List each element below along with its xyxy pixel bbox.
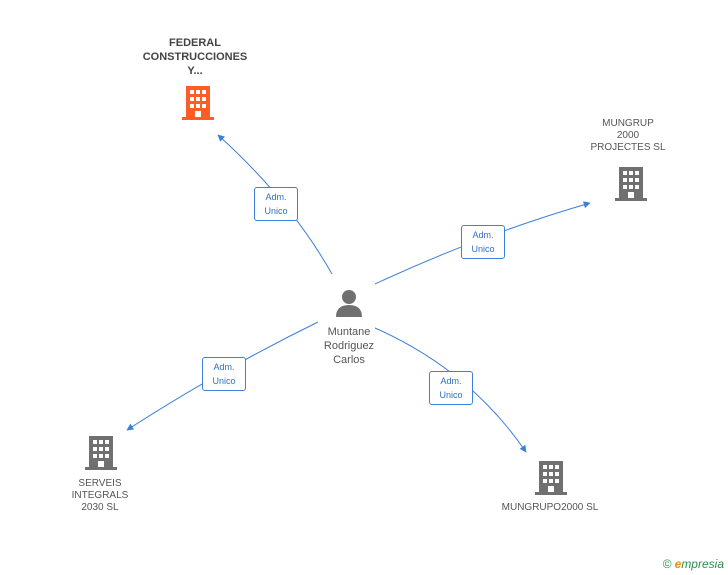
role-line1: Adm. [265,192,287,202]
footer-brand: ©empresia [663,557,724,571]
company-name-federal[interactable]: FEDERAL CONSTRUCCIONES Y... [142,37,248,77]
copyright-icon: © [662,557,672,571]
edge-label-mungrup2000[interactable]: Adm. Unico [461,225,505,259]
company-name-serveis[interactable]: SERVEIS INTEGRALS 2030 SL [71,478,129,513]
role-line2: Unico [471,244,495,254]
brand-name: mpresia [681,557,724,571]
edge-label-federal[interactable]: Adm. Unico [254,187,298,221]
person-icon[interactable] [335,289,363,317]
role-line2: Unico [264,206,288,216]
role-line1: Adm. [440,376,462,386]
company-name-mungrup2000[interactable]: MUNGRUP 2000 PROJECTES SL [590,118,666,153]
building-icon[interactable] [85,436,117,470]
building-icon[interactable] [615,167,647,201]
edge-label-mungrupo2000[interactable]: Adm. Unico [429,371,473,405]
building-icon[interactable] [182,86,214,120]
company-name-mungrupo2000[interactable]: MUNGRUPO2000 SL [501,502,599,513]
person-name[interactable]: Muntane Rodriguez Carlos [323,326,375,366]
brand-first-letter: e [674,557,682,571]
building-icon[interactable] [535,461,567,495]
role-line2: Unico [439,390,463,400]
role-line1: Adm. [472,230,494,240]
role-line1: Adm. [213,362,235,372]
edge-label-serveis[interactable]: Adm. Unico [202,357,246,391]
role-line2: Unico [212,376,236,386]
